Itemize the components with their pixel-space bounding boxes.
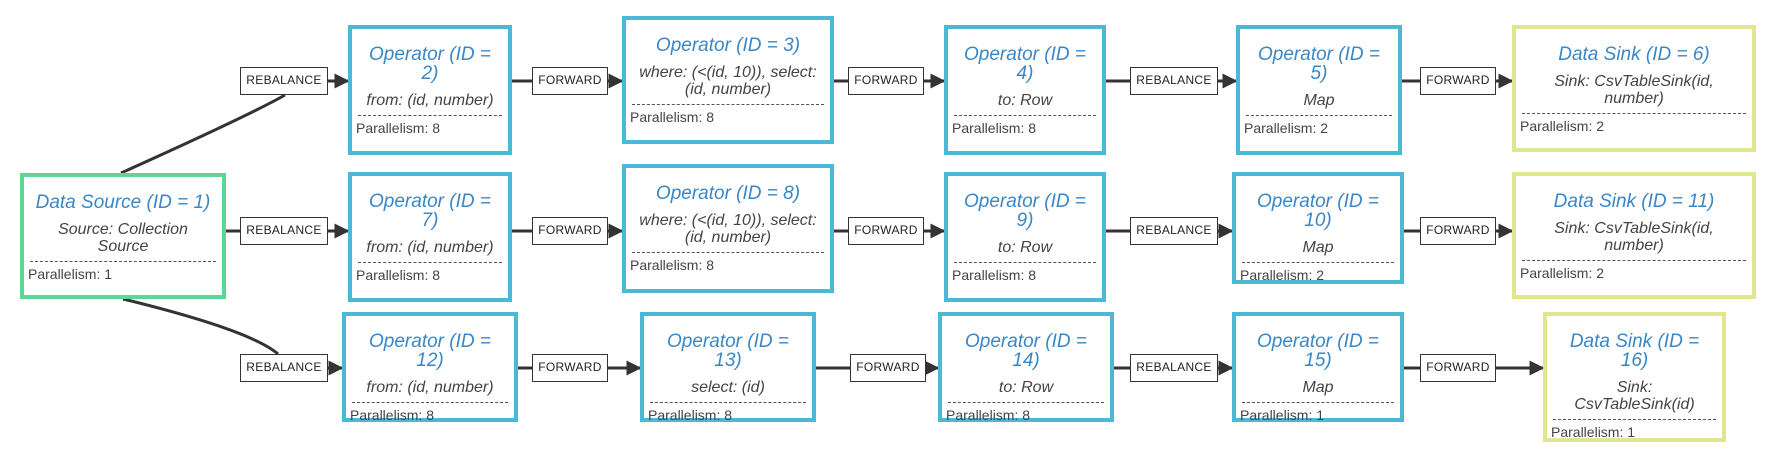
node-description: where: (<(id, 10)), select: (id, number) bbox=[639, 212, 817, 246]
node-description: from: (id, number) bbox=[366, 379, 494, 396]
edge-1-to-12 bbox=[122, 297, 342, 368]
node-description: to: Row bbox=[998, 379, 1054, 396]
data-sink-node-16[interactable]: Data Sink (ID = 16) Sink: CsvTableSink(id… bbox=[1543, 312, 1726, 442]
edge-label-rebalance: REBALANCE bbox=[1130, 354, 1218, 382]
node-title: Operator (ID = 12) bbox=[369, 331, 491, 371]
node-divider bbox=[358, 115, 502, 116]
node-title: Operator (ID = 4) bbox=[964, 44, 1086, 84]
node-title: Operator (ID = 7) bbox=[369, 191, 491, 231]
node-parallelism: Parallelism: 8 bbox=[356, 267, 441, 283]
node-description: Sink: CsvTableSink(id, number) bbox=[1554, 73, 1714, 107]
node-title: Operator (ID = 2) bbox=[369, 44, 491, 84]
node-divider bbox=[650, 402, 806, 403]
edge-1-to-2 bbox=[120, 81, 348, 175]
operator-node-12[interactable]: Operator (ID = 12) from: (id, number) Para… bbox=[342, 312, 518, 423]
operator-node-13[interactable]: Operator (ID = 13) select: (id) Parallelis… bbox=[640, 312, 816, 423]
node-parallelism: Parallelism: 8 bbox=[630, 257, 715, 273]
node-parallelism: Parallelism: 8 bbox=[630, 109, 715, 125]
edge-label-rebalance: REBALANCE bbox=[240, 217, 328, 245]
node-divider bbox=[358, 262, 502, 263]
node-description: Map bbox=[1303, 92, 1335, 109]
node-title: Operator (ID = 10) bbox=[1257, 191, 1379, 231]
edge-label-forward: FORWARD bbox=[1420, 67, 1496, 95]
node-parallelism: Parallelism: 1 bbox=[1240, 407, 1325, 423]
edge-label-forward: FORWARD bbox=[1420, 217, 1496, 245]
node-title: Operator (ID = 13) bbox=[667, 331, 789, 371]
node-description: where: (<(id, 10)), select: (id, number) bbox=[639, 64, 817, 98]
node-description: Map bbox=[1302, 239, 1334, 256]
node-description: to: Row bbox=[997, 239, 1053, 256]
node-title: Operator (ID = 15) bbox=[1257, 331, 1379, 371]
node-title: Data Sink (ID = 6) bbox=[1558, 44, 1710, 65]
node-divider bbox=[632, 104, 824, 105]
node-title: Data Source (ID = 1) bbox=[35, 192, 211, 213]
node-divider bbox=[1246, 115, 1392, 116]
node-title: Data Sink (ID = 16) bbox=[1569, 331, 1700, 371]
edge-label-rebalance: REBALANCE bbox=[240, 354, 328, 382]
node-title: Operator (ID = 8) bbox=[655, 183, 801, 204]
edge-label-forward: FORWARD bbox=[532, 354, 608, 382]
data-source-node-1[interactable]: Data Source (ID = 1) Source: Collection S… bbox=[20, 173, 226, 299]
node-parallelism: Parallelism: 8 bbox=[952, 267, 1037, 283]
node-description: from: (id, number) bbox=[366, 239, 494, 256]
node-parallelism: Parallelism: 8 bbox=[356, 120, 441, 136]
node-parallelism: Parallelism: 2 bbox=[1240, 267, 1325, 283]
node-parallelism: Parallelism: 8 bbox=[946, 407, 1031, 423]
node-description: to: Row bbox=[997, 92, 1053, 109]
node-parallelism: Parallelism: 8 bbox=[648, 407, 733, 423]
node-parallelism: Parallelism: 8 bbox=[952, 120, 1037, 136]
data-sink-node-11[interactable]: Data Sink (ID = 11) Sink: CsvTableSink(id… bbox=[1512, 172, 1756, 299]
node-parallelism: Parallelism: 2 bbox=[1244, 120, 1329, 136]
node-title: Operator (ID = 9) bbox=[964, 191, 1086, 231]
node-parallelism: Parallelism: 8 bbox=[350, 407, 435, 423]
edge-label-forward: FORWARD bbox=[532, 67, 608, 95]
node-divider bbox=[1522, 260, 1746, 261]
node-title: Data Sink (ID = 11) bbox=[1553, 191, 1715, 212]
edge-label-forward: FORWARD bbox=[850, 354, 926, 382]
node-description: from: (id, number) bbox=[366, 92, 494, 109]
edge-label-forward: FORWARD bbox=[1420, 354, 1496, 382]
node-parallelism: Parallelism: 2 bbox=[1520, 118, 1605, 134]
operator-node-7[interactable]: Operator (ID = 7) from: (id, number) Paral… bbox=[348, 172, 512, 302]
node-divider bbox=[948, 402, 1104, 403]
node-divider bbox=[1242, 262, 1394, 263]
node-description: select: (id) bbox=[691, 379, 765, 396]
node-divider bbox=[30, 261, 216, 262]
node-description: Sink: CsvTableSink(id, number) bbox=[1554, 220, 1714, 254]
node-divider bbox=[1242, 402, 1394, 403]
edge-label-forward: FORWARD bbox=[532, 217, 608, 245]
edge-label-rebalance: REBALANCE bbox=[1130, 67, 1218, 95]
node-divider bbox=[954, 262, 1096, 263]
operator-node-8[interactable]: Operator (ID = 8) where: (<(id, 10)), sel… bbox=[622, 164, 834, 293]
operator-node-3[interactable]: Operator (ID = 3) where: (<(id, 10)), sel… bbox=[622, 16, 834, 144]
edge-label-rebalance: REBALANCE bbox=[1130, 217, 1218, 245]
node-parallelism: Parallelism: 1 bbox=[28, 266, 113, 282]
node-parallelism: Parallelism: 2 bbox=[1520, 265, 1605, 281]
edge-label-forward: FORWARD bbox=[848, 67, 924, 95]
data-sink-node-6[interactable]: Data Sink (ID = 6) Sink: CsvTableSink(id,… bbox=[1512, 25, 1756, 152]
node-description: Source: Collection Source bbox=[58, 221, 188, 255]
node-divider bbox=[352, 402, 508, 403]
node-parallelism: Parallelism: 1 bbox=[1551, 424, 1636, 440]
node-title: Operator (ID = 5) bbox=[1258, 44, 1380, 84]
node-description: Sink: CsvTableSink(id) bbox=[1574, 379, 1695, 413]
node-title: Operator (ID = 14) bbox=[965, 331, 1087, 371]
edge-label-forward: FORWARD bbox=[848, 217, 924, 245]
node-divider bbox=[1522, 113, 1746, 114]
node-divider bbox=[954, 115, 1096, 116]
node-title: Operator (ID = 3) bbox=[655, 35, 801, 56]
node-divider bbox=[632, 252, 824, 253]
node-description: Map bbox=[1302, 379, 1334, 396]
node-divider bbox=[1553, 419, 1716, 420]
edge-label-rebalance: REBALANCE bbox=[240, 67, 328, 95]
operator-node-2[interactable]: Operator (ID = 2) from: (id, number) Paral… bbox=[348, 25, 512, 155]
